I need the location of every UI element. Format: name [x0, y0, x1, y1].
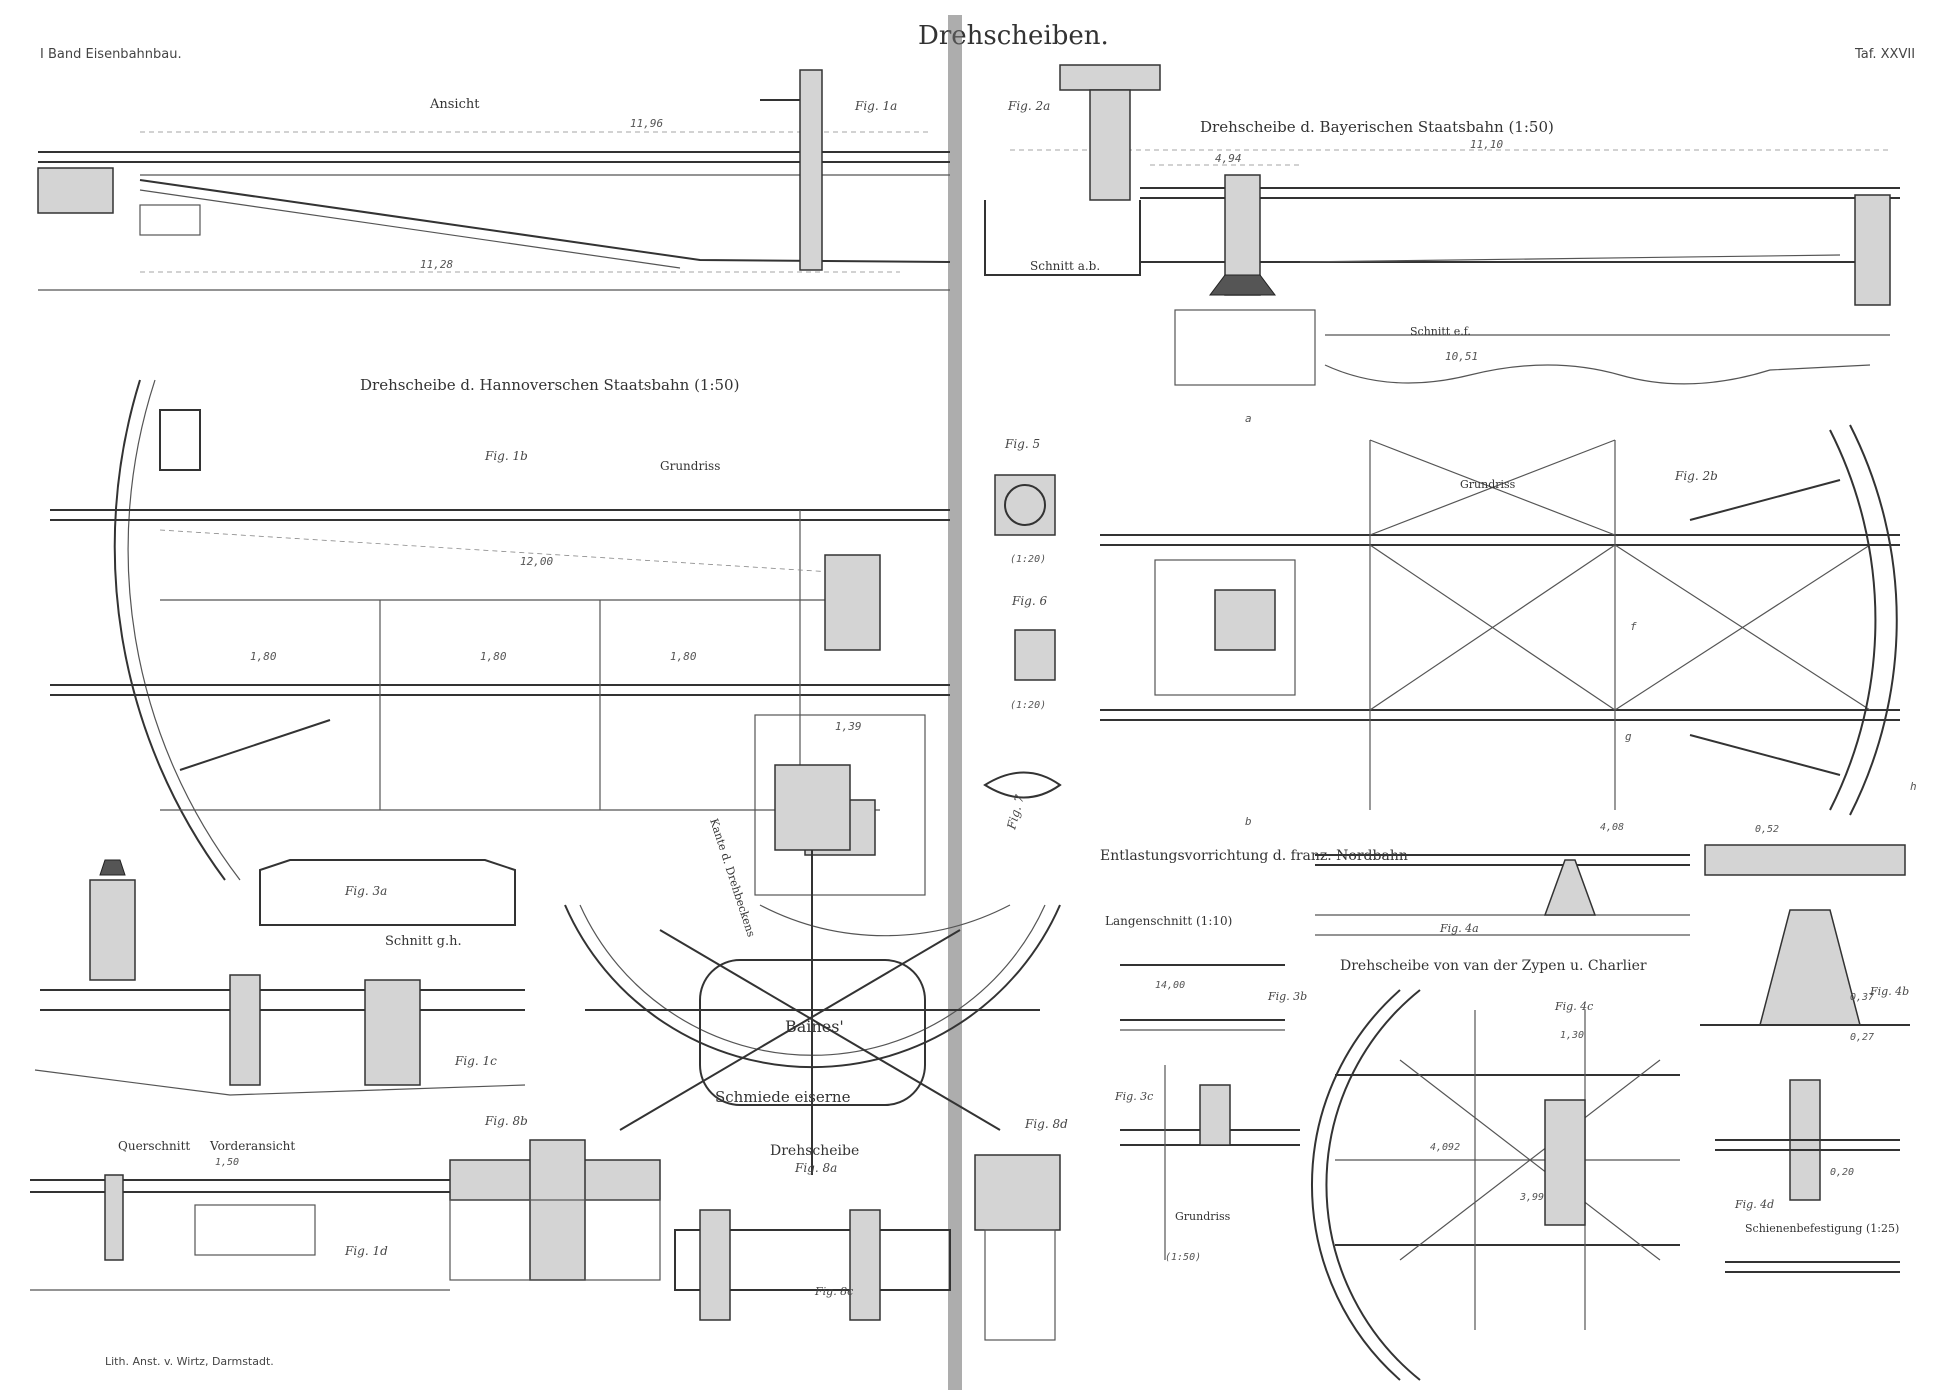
- label-grundriss-2b: Grundriss: [1460, 478, 1516, 491]
- dim-052: 0,52: [1755, 824, 1779, 835]
- figure-8a-baines-turntable: Baines' Schmiede eiserne Drehscheibe Fig…: [564, 764, 1061, 1175]
- dim-020: 0,20: [1830, 1167, 1854, 1178]
- dim-130: 1,30: [1560, 1030, 1584, 1041]
- letter-b: b: [1245, 815, 1252, 828]
- label-fig-4d: Fig. 4d: [1734, 1198, 1774, 1211]
- figure-3a-section: Fig. 3a Schnitt g.h. Fig. 1c: [34, 859, 526, 1096]
- dim-150: 1,50: [215, 1157, 239, 1168]
- plate-title: Drehscheiben.: [918, 21, 1109, 51]
- label-fig-1b: Fig. 1b: [484, 449, 528, 463]
- letter-h: h: [1910, 780, 1917, 793]
- dim-408: 4,08: [1600, 822, 1624, 833]
- dim-1110: 11,10: [1470, 138, 1503, 151]
- label-fig-4a: Fig. 4a: [1439, 922, 1479, 935]
- figures-5-6-7: Fig. 5 (1:20) Fig. 6 (1:20) Fig. 7: [983, 437, 1062, 832]
- label-schnitt-gh: Schnitt g.h.: [385, 934, 462, 949]
- scale-fig-3: (1:50): [1165, 1252, 1201, 1263]
- printer-credit: Lith. Anst. v. Wirtz, Darmstadt.: [105, 1355, 274, 1368]
- figure-2b-plan: a Grundriss Fig. 2b g h f b: [1100, 412, 1917, 828]
- label-baines-3: Drehscheibe: [770, 1143, 859, 1159]
- label-fig-1a: Fig. 1a: [854, 99, 897, 113]
- label-fig-8b: Fig. 8b: [484, 1114, 528, 1128]
- label-schienenbefestigung: Schienenbefestigung (1:25): [1745, 1222, 1899, 1235]
- label-schnitt-ab: Schnitt a.b.: [1030, 259, 1100, 273]
- label-baines-2: Schmiede eiserne: [715, 1088, 851, 1106]
- figure-3-entlastung: Entlastungsvorrichtung d. franz. Nordbah…: [1100, 848, 1408, 1263]
- label-fig-4b: Fig. 4b: [1869, 985, 1909, 998]
- dim-180a: 1,80: [250, 650, 277, 663]
- figure-1a-elevation: Ansicht 11,96 11,28 Fig. 1a: [37, 69, 951, 291]
- dim-1051: 10,51: [1445, 350, 1478, 363]
- figures-8-details: Fig. 8b Fig. 8c Fig. 8d: [449, 1114, 1068, 1341]
- scale-fig-5: (1:20): [1010, 554, 1046, 565]
- dim-494: 4,94: [1215, 152, 1242, 165]
- label-bavarian-title: Drehscheibe d. Bayerischen Staatsbahn (1…: [1200, 118, 1554, 136]
- label-fig-6: Fig. 6: [1011, 594, 1047, 608]
- dim-4092: 4,092: [1430, 1142, 1460, 1153]
- label-schnitt-ef: Schnitt e.f.: [1410, 325, 1471, 338]
- figure-4a-elevation: 4,08 Fig. 4a: [1315, 822, 1690, 936]
- dim-1128: 11,28: [420, 258, 453, 271]
- label-vdz-title: Drehscheibe von van der Zypen u. Charlie…: [1340, 958, 1647, 974]
- label-fig-7: Fig. 7: [1004, 793, 1027, 832]
- figure-2a-elevation: Fig. 2a Drehscheibe d. Bayerischen Staat…: [984, 64, 1900, 386]
- label-fig-8c: Fig. 8c: [814, 1285, 853, 1298]
- label-fig-5: Fig. 5: [1004, 437, 1040, 451]
- dim-1400: 14,00: [1155, 980, 1185, 991]
- label-baines-1: Baines': [785, 1017, 844, 1036]
- scale-fig-6: (1:20): [1010, 700, 1046, 711]
- dim-399: 3,99: [1519, 1192, 1544, 1203]
- label-fig-4c: Fig. 4c: [1554, 1000, 1593, 1013]
- label-fig-8a: Fig. 8a: [794, 1161, 837, 1175]
- label-ansicht: Ansicht: [429, 97, 480, 112]
- label-kante: Kante d. Drehbeckens: [707, 817, 758, 939]
- label-hanover-title: Drehscheibe d. Hannoverschen Staatsbahn …: [360, 376, 739, 394]
- volume-label: I Band Eisenbahnbau.: [40, 47, 182, 62]
- dim-037: 0,37: [1850, 992, 1874, 1003]
- label-grundriss-1b: Grundriss: [660, 459, 720, 473]
- figure-1b-plan: Drehscheibe d. Hannoverschen Staatsbahn …: [50, 376, 950, 939]
- dim-1196: 11,96: [630, 117, 663, 130]
- label-laengenschnitt: Langenschnitt (1:10): [1105, 914, 1232, 928]
- dim-180c: 1,80: [670, 650, 697, 663]
- figure-4c-plan: Drehscheibe von van der Zypen u. Charlie…: [1311, 958, 1680, 1381]
- binding-fold: [948, 15, 962, 1390]
- label-grundriss-3c: Grundriss: [1175, 1210, 1231, 1223]
- label-vorderansicht: Vorderansicht: [209, 1139, 295, 1153]
- letter-g: g: [1625, 730, 1632, 743]
- label-fig-1c: Fig. 1c: [454, 1054, 497, 1068]
- label-querschnitt: Querschnitt: [118, 1139, 190, 1153]
- letter-a: a: [1245, 412, 1252, 425]
- label-fig-3a: Fig. 3a: [344, 884, 387, 898]
- label-fig-2a: Fig. 2a: [1007, 99, 1050, 113]
- label-fig-3b: Fig. 3b: [1267, 990, 1307, 1003]
- label-fig-1d: Fig. 1d: [344, 1244, 388, 1258]
- label-fig-2b: Fig. 2b: [1674, 469, 1718, 483]
- letter-f: f: [1630, 620, 1637, 633]
- label-fig-3c: Fig. 3c: [1114, 1090, 1153, 1103]
- dim-027: 0,27: [1850, 1032, 1874, 1043]
- plate-number: Taf. XXVII: [1854, 47, 1915, 62]
- figure-1d-cross-section: Querschnitt Vorderansicht 1,50 Fig. 1d L…: [30, 1139, 450, 1368]
- dim-1200: 12,00: [520, 555, 553, 568]
- label-fig-8d: Fig. 8d: [1024, 1117, 1068, 1131]
- figure-4d-rail-fastening: 0,20 Fig. 4d Schienenbefestigung (1:25): [1715, 1079, 1900, 1273]
- dim-180b: 1,80: [480, 650, 507, 663]
- label-entlastung-title: Entlastungsvorrichtung d. franz. Nordbah…: [1100, 848, 1408, 864]
- figure-4b-detail: 0,52 0,27 0,37 Fig. 4b: [1700, 824, 1910, 1043]
- dim-139: 1,39: [835, 720, 862, 733]
